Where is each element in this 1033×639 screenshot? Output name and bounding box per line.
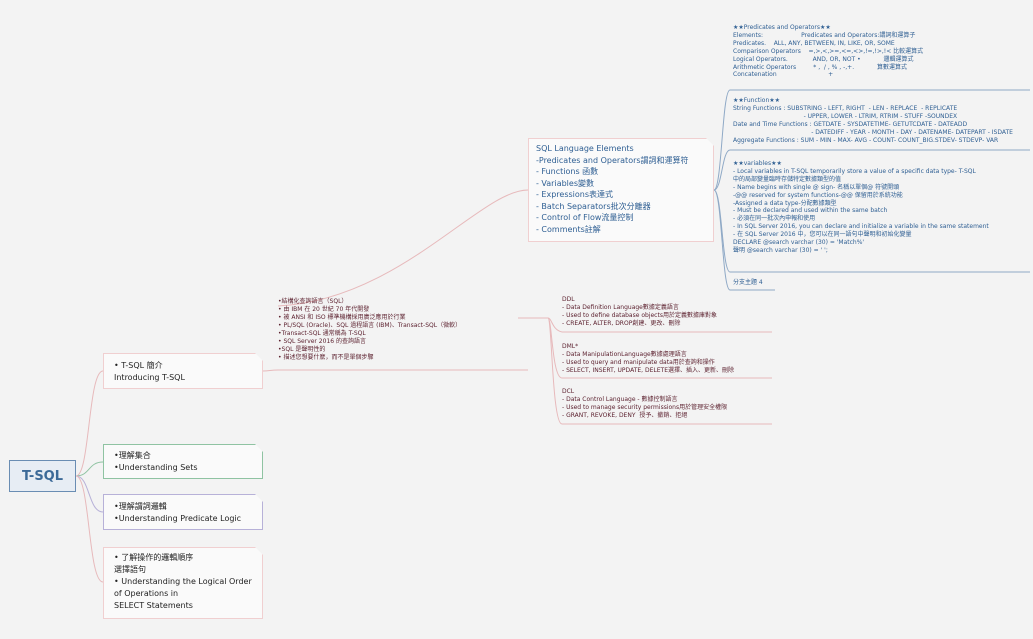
- box-line: ★★Predicates and Operators★★: [733, 24, 831, 31]
- topic-line: 選擇語句: [114, 565, 146, 574]
- box-line: - Name begins with single @ sign- 名稱以單個@…: [733, 183, 900, 191]
- subtopic-4[interactable]: 分支主題 4: [733, 279, 813, 287]
- dml-box[interactable]: DML* - Data ManipulationLanguage數據處理語言 -…: [562, 343, 772, 375]
- box-line: - Data Definition Language數據定義語言: [562, 304, 679, 311]
- intro-notes[interactable]: •結構化查詢語言（SQL） • 由 IBM 在 20 世紀 70 年代開發 • …: [278, 298, 518, 362]
- topic-line: • 了解操作的邏輯順序: [114, 553, 194, 562]
- variables-box[interactable]: ★★variables★★ - Local variables in T-SQL…: [733, 160, 1023, 255]
- sql-element-line: - Comments註解: [536, 224, 601, 234]
- ddl-box[interactable]: DDL - Data Definition Language數據定義語言 - U…: [562, 296, 772, 328]
- topic-line: • Understanding the Logical Order: [114, 577, 252, 586]
- box-line: - In SQL Server 2016, you can declare an…: [733, 223, 989, 231]
- note-line: • 由 IBM 在 20 世紀 70 年代開發: [278, 306, 370, 313]
- box-line: Logical Operators. AND, OR, NOT • 邏輯運算式: [733, 55, 914, 63]
- topic-introducing-tsql[interactable]: • T-SQL 簡介 Introducing T-SQL: [103, 353, 263, 389]
- note-line: • PL/SQL (Oracle)、SQL 過程語言 (IBM)、Transac…: [278, 322, 462, 329]
- box-line: - 必須在同一批次內申報和使用: [733, 215, 816, 223]
- box-line: -@@ reserved for system functions-@@ 保留用…: [733, 191, 903, 199]
- box-heading: DDL: [562, 296, 575, 303]
- note-line: • 被 ANSI 和 ISO 標準機構採用廣泛應用於行業: [278, 314, 406, 321]
- box-line: - Used to manage security permissions用於管…: [562, 404, 728, 411]
- sql-element-line: - Batch Separators批次分離器: [536, 201, 651, 211]
- sql-element-line: SQL Language Elements: [536, 144, 634, 153]
- dcl-box[interactable]: DCL - Data Control Language - 數據控制語言 - U…: [562, 388, 772, 420]
- topic-line: of Operations in: [114, 589, 179, 598]
- root-node[interactable]: T-SQL: [9, 460, 76, 492]
- box-line: - SELECT, INSERT, UPDATE, DELETE選擇、插入、更新…: [562, 367, 734, 374]
- box-line: - DATEDIFF - YEAR - MONTH - DAY - DATENA…: [733, 128, 1013, 136]
- box-line: String Functions : SUBSTRING - LEFT, RIG…: [733, 104, 958, 112]
- box-line: - Used to define database objects用於定義數據庫…: [562, 312, 717, 319]
- topic-line: •Understanding Sets: [114, 463, 198, 472]
- fold-corner: [706, 138, 714, 146]
- predicates-operators-box[interactable]: ★★Predicates and Operators★★ Elements: P…: [733, 24, 1023, 79]
- box-line: Date and Time Functions : GETDATE - SYSD…: [733, 120, 968, 128]
- box-line: - Data Control Language - 數據控制語言: [562, 396, 678, 403]
- box-line: Concatenation +: [733, 71, 834, 79]
- fold-corner: [255, 353, 263, 361]
- box-line: - Must be declared and used within the s…: [733, 207, 888, 215]
- topic-line: •Understanding Predicate Logic: [114, 514, 242, 523]
- root-label: T-SQL: [21, 468, 64, 484]
- fold-corner: [255, 444, 263, 452]
- sql-element-line: - Control of Flow流量控制: [536, 213, 634, 222]
- box-line: Aggregate Functions : SUM - MIN - MAX- A…: [733, 136, 999, 144]
- fold-corner: [255, 494, 263, 502]
- note-line: •結構化查詢語言（SQL）: [278, 298, 348, 305]
- box-line: DECLARE @search varchar (30) = 'Match%': [733, 239, 865, 247]
- topic-line: •理解謂詞邏輯: [114, 502, 167, 511]
- box-line: -Assigned a data type-分配數據類型: [733, 199, 837, 207]
- topic-logical-order[interactable]: • 了解操作的邏輯順序 選擇語句 • Understanding the Log…: [103, 547, 263, 619]
- note-line: • 描述您想要什麼，而不是單個步驟: [278, 354, 374, 361]
- topic-line: Introducing T-SQL: [114, 373, 185, 382]
- topic-line: SELECT Statements: [114, 601, 193, 610]
- fold-corner: [255, 547, 263, 555]
- sql-element-line: - Variables變數: [536, 178, 594, 188]
- box-line: Predicates. ALL, ANY, BETWEEN, IN, LIKE,…: [733, 39, 895, 47]
- box-line: - GRANT, REVOKE, DENY 授予、撤銷、拒絕: [562, 412, 688, 419]
- sql-elements-node[interactable]: SQL Language Elements -Predicates and Op…: [528, 138, 714, 242]
- box-line: - UPPER, LOWER - LTRIM, RTRIM - STUFF -S…: [733, 112, 958, 120]
- box-line: 中的局部變量臨時存儲特定數據類型的值: [733, 175, 842, 183]
- box-line: - Local variables in T-SQL temporarily s…: [733, 167, 976, 175]
- box-line: - Used to query and manipulate data用於查詢和…: [562, 359, 715, 366]
- topic-line: •理解集合: [114, 451, 151, 460]
- box-heading: DML*: [562, 343, 579, 350]
- sql-element-line: -Predicates and Operators謂詞和運算符: [536, 155, 689, 165]
- sql-element-line: - Expressions表達式: [536, 190, 614, 199]
- note-line: •Transact-SQL 通常稱為 T-SQL: [278, 330, 366, 337]
- box-line: - Data ManipulationLanguage數據處理語言: [562, 351, 687, 358]
- box-heading: DCL: [562, 388, 575, 395]
- note-line: • SQL Server 2016 的查詢語言: [278, 338, 366, 345]
- function-box[interactable]: ★★Function★★ String Functions : SUBSTRIN…: [733, 97, 1023, 144]
- box-line: - 在 SQL Server 2016 中，您可以在同一語句中聲明和初始化變量: [733, 231, 912, 239]
- note-line: •SQL 是聲明性的: [278, 346, 326, 353]
- box-line: Arithmetic Operators * , / , % , -,+. 算數…: [733, 63, 907, 71]
- box-line: ★★Function★★: [733, 97, 781, 104]
- topic-line: • T-SQL 簡介: [114, 361, 163, 370]
- box-line: Comparison Operators =,>,<,>=,<=,<>,!=,!…: [733, 47, 924, 55]
- box-line: 聲明 @search varchar (30) = ' ';: [733, 246, 828, 254]
- box-line: Elements: Predicates and Operators:謂詞和運算…: [733, 31, 916, 39]
- topic-predicate-logic[interactable]: •理解謂詞邏輯 •Understanding Predicate Logic: [103, 494, 263, 530]
- subtopic-label: 分支主題 4: [733, 279, 763, 286]
- box-line: ★★variables★★: [733, 160, 782, 167]
- box-line: - CREATE, ALTER, DROP創建、更改、刪除: [562, 320, 681, 327]
- topic-understanding-sets[interactable]: •理解集合 •Understanding Sets: [103, 444, 263, 479]
- sql-element-line: - Functions 函數: [536, 167, 599, 176]
